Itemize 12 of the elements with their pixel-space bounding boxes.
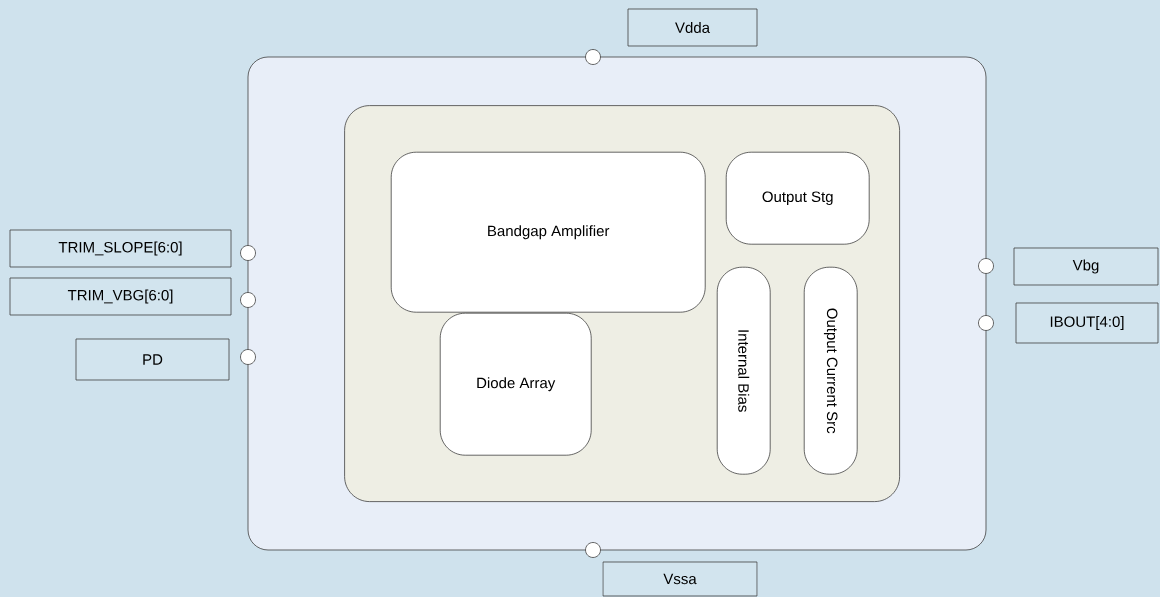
- pin-label: TRIM_SLOPE[6:0]: [9, 229, 232, 268]
- function-block: Internal Bias: [716, 266, 771, 475]
- function-block: Diode Array: [439, 312, 592, 456]
- pin-label: TRIM_VBG[6:0]: [9, 277, 232, 316]
- function-block: Output Current Src: [803, 266, 858, 475]
- pin-label: PD: [75, 338, 230, 381]
- function-block: Output Stg: [725, 151, 870, 245]
- pin-label: Vssa: [602, 561, 758, 597]
- function-block: Bandgap Amplifier: [390, 151, 706, 313]
- pin-label: Vbg: [1013, 247, 1159, 286]
- pin-label: IBOUT[4:0]: [1015, 302, 1159, 344]
- pin-label: Vdda: [627, 8, 758, 47]
